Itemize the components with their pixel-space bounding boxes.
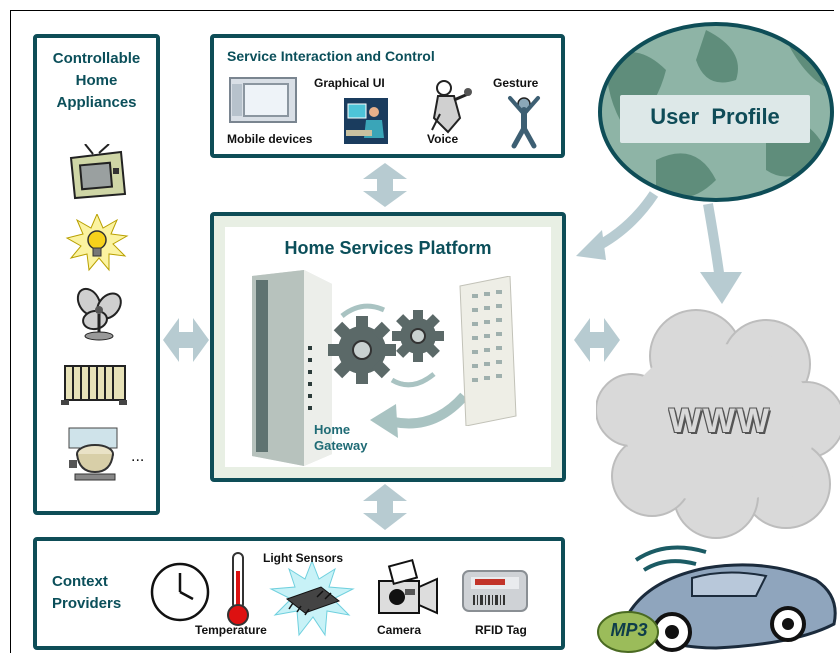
arrow-profile-www xyxy=(700,203,742,304)
arrow-platform-context xyxy=(363,484,407,530)
context-panel: Context Providers Temperature Light Sens… xyxy=(33,537,565,650)
gesture-label: Gesture xyxy=(493,76,539,90)
arrow-platform-www xyxy=(574,318,620,362)
lightbulb-icon xyxy=(65,214,129,272)
context-title: Context Providers xyxy=(52,573,122,612)
www-cloud xyxy=(596,309,840,539)
user-profile-box xyxy=(620,95,810,143)
platform-panel: Home Services Platform xyxy=(210,212,566,482)
gateway-device-icon xyxy=(252,270,332,466)
service-panel: Service Interaction and Control Graphica… xyxy=(210,34,565,158)
arrow-service-platform xyxy=(363,163,407,207)
appliances-panel: Controllable Home Appliances xyxy=(33,34,160,515)
gesture-icon xyxy=(508,96,540,149)
voice-icon xyxy=(431,80,472,134)
voice-label: Voice xyxy=(427,132,459,146)
arrow-profile-platform xyxy=(576,191,659,260)
light-sensors-label: Light Sensors xyxy=(263,551,344,565)
appliances-title: Controllable Home Appliances xyxy=(52,50,141,111)
clock-icon xyxy=(150,562,210,622)
tv-icon xyxy=(69,144,127,200)
cycle-arrow-icon xyxy=(370,392,468,438)
graphical-ui-label: Graphical UI xyxy=(314,76,385,90)
arrow-appliances-platform xyxy=(163,318,209,362)
rfid-tag-icon xyxy=(462,570,528,612)
device-grid-icon xyxy=(459,276,517,426)
rfid-tag-label: RFID Tag xyxy=(475,623,527,637)
mobile-devices-label: Mobile devices xyxy=(227,132,313,146)
www-label: WWW xyxy=(668,402,772,440)
service-title: Service Interaction and Control xyxy=(227,48,435,64)
gateway-label: Home Gateway xyxy=(314,422,368,453)
light-sensor-icon xyxy=(269,561,355,637)
monitor-icon xyxy=(229,77,297,123)
radiator-icon xyxy=(61,365,127,405)
car-icon xyxy=(597,545,837,653)
gears-icon xyxy=(328,303,444,388)
user-profile-label: User Profile xyxy=(650,104,780,129)
appliance-icon xyxy=(68,427,118,481)
temperature-label: Temperature xyxy=(195,623,267,637)
platform-title: Home Services Platform xyxy=(284,238,492,258)
mp3-label: MP3 xyxy=(610,620,648,640)
thermometer-icon xyxy=(227,552,249,626)
computer-user-icon xyxy=(344,98,388,144)
camera-icon xyxy=(378,558,438,615)
diagram-frame xyxy=(10,10,834,653)
fan-icon xyxy=(76,287,122,341)
camera-label: Camera xyxy=(377,623,422,637)
appliances-ellipsis: ... xyxy=(131,448,145,465)
